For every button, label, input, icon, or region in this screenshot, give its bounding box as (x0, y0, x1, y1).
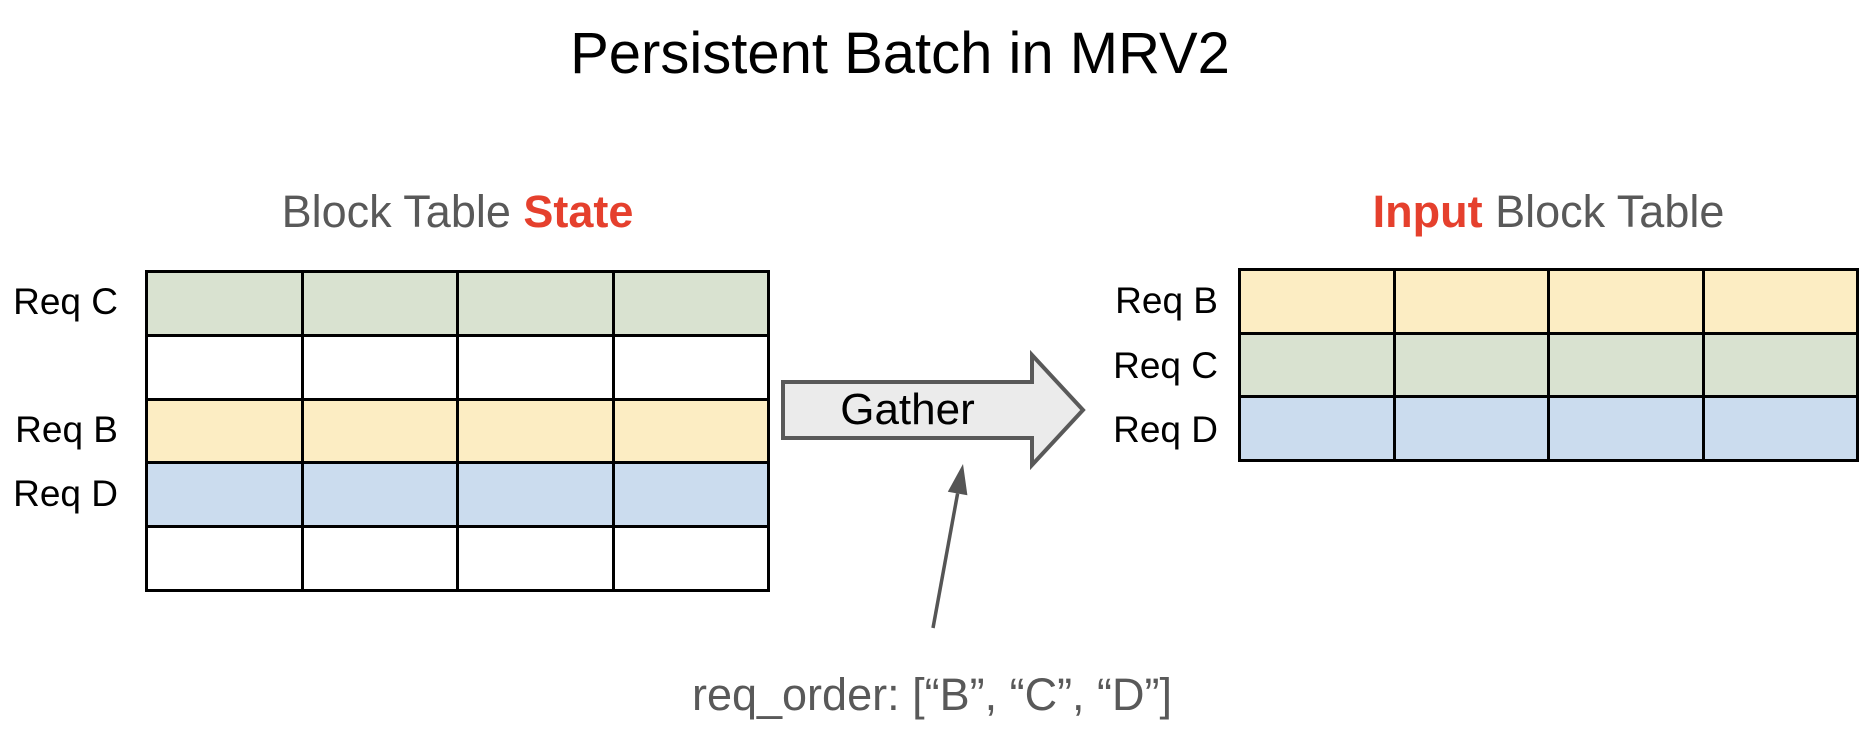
left-table-heading: Block Table State (145, 186, 770, 238)
table-row (145, 461, 770, 529)
right-row-label-req-d: Req D (1113, 409, 1218, 450)
block-cell (456, 461, 615, 529)
slide-title: Persistent Batch in MRV2 (570, 21, 1230, 86)
block-cell (145, 397, 304, 465)
input-block-table (1238, 268, 1859, 462)
block-cell (300, 333, 459, 401)
block-cell (145, 461, 304, 529)
table-row (1238, 331, 1859, 399)
left-row-label-req-c: Req C (13, 281, 118, 322)
table-row (1238, 268, 1859, 335)
block-cell (1238, 395, 1396, 462)
right-heading-accent: Input (1372, 186, 1483, 237)
block-cell (1701, 331, 1859, 399)
block-cell (1392, 395, 1550, 462)
block-cell (456, 525, 615, 592)
right-heading-plain: Block Table (1482, 186, 1725, 237)
right-table-heading: Input Block Table (1238, 186, 1859, 238)
table-row (145, 270, 770, 337)
block-cell (1547, 395, 1705, 462)
block-cell (1547, 331, 1705, 399)
block-cell (145, 270, 304, 337)
table-row (145, 397, 770, 465)
block-cell (300, 397, 459, 465)
block-cell (611, 397, 770, 465)
annotation-arrow-head (947, 464, 968, 496)
block-cell (1392, 331, 1550, 399)
right-row-label-req-b: Req B (1115, 280, 1218, 321)
block-cell (456, 333, 615, 401)
block-cell (300, 270, 459, 337)
block-cell (1701, 395, 1859, 462)
block-cell (300, 525, 459, 592)
table-row (1238, 395, 1859, 462)
block-cell (611, 270, 770, 337)
block-cell (1547, 268, 1705, 335)
left-heading-plain: Block Table (281, 186, 524, 237)
table-row (145, 333, 770, 401)
block-cell (300, 461, 459, 529)
left-heading-accent: State (523, 186, 634, 237)
block-cell (611, 461, 770, 529)
block-cell (145, 333, 304, 401)
block-cell (456, 270, 615, 337)
block-cell (456, 397, 615, 465)
gather-arrow-shape (781, 349, 1086, 471)
block-cell (1238, 331, 1396, 399)
table-row (145, 525, 770, 592)
gather-arrow-label: Gather (840, 385, 975, 434)
block-cell (1238, 268, 1396, 335)
block-cell (1701, 268, 1859, 335)
left-row-label-req-b: Req B (15, 409, 118, 450)
req-order-annotation: req_order: [“B”, “C”, “D”] (691, 669, 1173, 720)
block-cell (145, 525, 304, 592)
block-table-state (145, 270, 770, 592)
block-cell (611, 333, 770, 401)
annotation-arrow-line (931, 493, 960, 629)
block-cell (611, 525, 770, 592)
block-cell (1392, 268, 1550, 335)
left-row-label-req-d: Req D (13, 473, 118, 514)
right-row-label-req-c: Req C (1113, 345, 1218, 386)
